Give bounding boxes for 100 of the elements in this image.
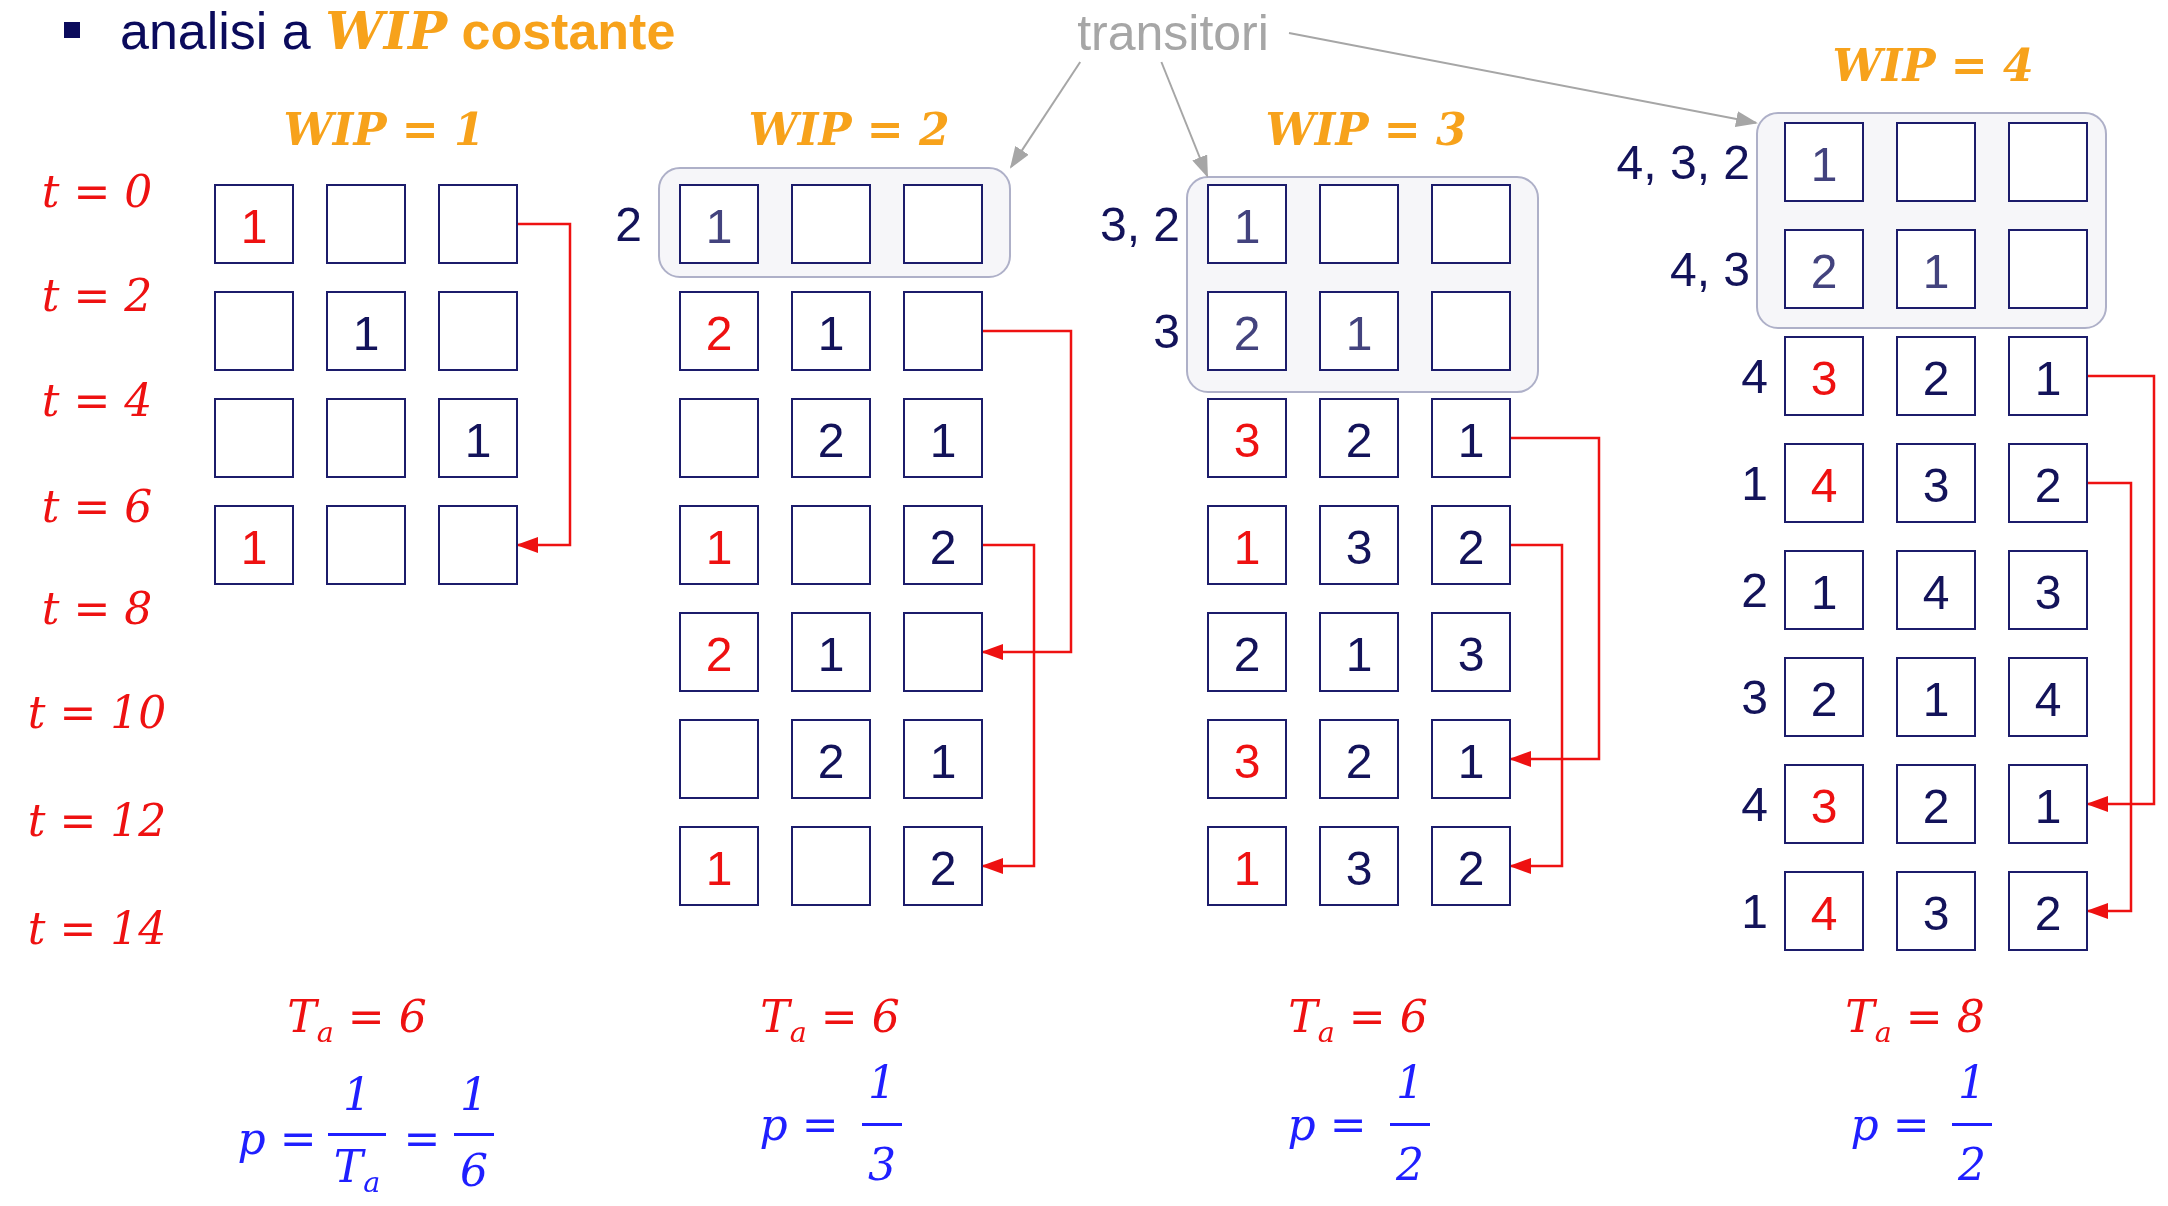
slot-box: 3 xyxy=(1784,336,1864,416)
formula-text: 3 xyxy=(868,1138,896,1190)
slot-box: 1 xyxy=(1207,505,1287,585)
queue-label: 1 xyxy=(1741,455,1768,511)
formula-text: p = xyxy=(237,1112,317,1164)
slot-box xyxy=(903,612,983,692)
slot-box: 1 xyxy=(1784,122,1864,202)
slot-box: 1 xyxy=(1431,719,1511,799)
slot-box: 1 xyxy=(679,826,759,906)
queue-label: 2 xyxy=(615,196,642,252)
formula-text: 6 xyxy=(460,1144,488,1196)
slot-box xyxy=(903,184,983,264)
slot-box xyxy=(438,505,518,585)
slot-box: 3 xyxy=(1896,871,1976,951)
slot-box xyxy=(2008,122,2088,202)
slot-box: 1 xyxy=(903,398,983,478)
time-label: t = 2 xyxy=(41,269,153,321)
formula-text: 2 xyxy=(1396,1138,1424,1190)
slot-box: 4 xyxy=(1784,871,1864,951)
formula-text: p = xyxy=(1287,1098,1367,1150)
slot-box xyxy=(791,505,871,585)
queue-label: 3 xyxy=(1741,669,1768,725)
slot-box: 1 xyxy=(1896,229,1976,309)
slot-box: 2 xyxy=(2008,443,2088,523)
slot-box xyxy=(326,398,406,478)
queue-label: 4, 3 xyxy=(1669,241,1750,297)
slot-box: 3 xyxy=(2008,550,2088,630)
slot-box: 3 xyxy=(1319,826,1399,906)
queue-label: 2 xyxy=(1741,562,1768,618)
slot-box xyxy=(1431,291,1511,371)
slot-box: 1 xyxy=(679,505,759,585)
slot-box: 3 xyxy=(1207,719,1287,799)
slot-box: 3 xyxy=(1207,398,1287,478)
slot-box: 3 xyxy=(1319,505,1399,585)
arrow xyxy=(1160,61,1209,178)
slot-box xyxy=(2008,229,2088,309)
slot-box: 2 xyxy=(1784,229,1864,309)
slot-box: 1 xyxy=(438,398,518,478)
slot-box: 4 xyxy=(1784,443,1864,523)
time-label: t = 14 xyxy=(27,902,167,954)
slot-box: 2 xyxy=(679,291,759,371)
slot-box: 2 xyxy=(1431,505,1511,585)
formula-text: 1 xyxy=(343,1068,371,1120)
slot-box xyxy=(791,184,871,264)
slot-box xyxy=(326,505,406,585)
slot-box: 1 xyxy=(1784,550,1864,630)
formula-text: T$_{a}$ = 6 xyxy=(760,991,900,1049)
slot-box xyxy=(438,184,518,264)
slot-box: 2 xyxy=(1896,764,1976,844)
slot-box xyxy=(214,398,294,478)
transient-group-box xyxy=(658,167,1011,278)
slot-box: 1 xyxy=(1207,184,1287,264)
formula-text: T$_{a}$ = 6 xyxy=(1288,991,1428,1049)
transient-group-box xyxy=(1186,176,1539,393)
slot-box: 2 xyxy=(1896,336,1976,416)
slot-box: 1 xyxy=(214,184,294,264)
formula-text: p = xyxy=(759,1098,839,1150)
queue-label: 4 xyxy=(1741,776,1768,832)
annotation-text: transitori xyxy=(1057,4,1289,62)
transient-group-box xyxy=(1756,112,2107,329)
slot-box: 1 xyxy=(1207,826,1287,906)
wip-heading: WIP = 3 xyxy=(1265,103,1467,155)
slot-box: 1 xyxy=(791,612,871,692)
time-label: t = 4 xyxy=(41,374,153,426)
slot-box: 1 xyxy=(1896,657,1976,737)
slot-box xyxy=(438,291,518,371)
formula-text: T$_{a}$ = 6 xyxy=(287,991,427,1049)
slot-box xyxy=(1431,184,1511,264)
slot-box: 3 xyxy=(1431,612,1511,692)
slot-box: 2 xyxy=(1207,291,1287,371)
wip-heading: WIP = 2 xyxy=(748,103,950,155)
slot-box xyxy=(1896,122,1976,202)
slot-box: 1 xyxy=(1431,398,1511,478)
slot-box: 1 xyxy=(2008,336,2088,416)
time-label: t = 12 xyxy=(27,794,167,846)
slot-box: 4 xyxy=(2008,657,2088,737)
formula-text: = xyxy=(403,1112,441,1164)
formula-text: 2 xyxy=(1958,1138,1986,1190)
arrow xyxy=(1288,32,1758,127)
slot-box: 3 xyxy=(1896,443,1976,523)
formula-text: 1 xyxy=(1958,1056,1986,1108)
slot-box: 1 xyxy=(214,505,294,585)
slot-box: 1 xyxy=(1319,291,1399,371)
queue-label: 1 xyxy=(1741,883,1768,939)
formula-text: T$_{a}$ xyxy=(333,1141,381,1199)
arrow xyxy=(1009,61,1082,169)
slot-box: 2 xyxy=(1207,612,1287,692)
slot-box: 2 xyxy=(2008,871,2088,951)
queue-label: 3 xyxy=(1153,303,1180,359)
slot-box: 1 xyxy=(326,291,406,371)
formula-text: p = xyxy=(1850,1098,1930,1150)
slot-box: 1 xyxy=(791,291,871,371)
queue-label: 4, 3, 2 xyxy=(1616,134,1750,190)
slot-box: 1 xyxy=(1319,612,1399,692)
slot-box xyxy=(214,291,294,371)
slot-box: 2 xyxy=(903,826,983,906)
slot-box: 1 xyxy=(903,719,983,799)
slot-box: 2 xyxy=(791,719,871,799)
title: analisi a WIP costante xyxy=(120,0,676,61)
slot-box: 3 xyxy=(1784,764,1864,844)
